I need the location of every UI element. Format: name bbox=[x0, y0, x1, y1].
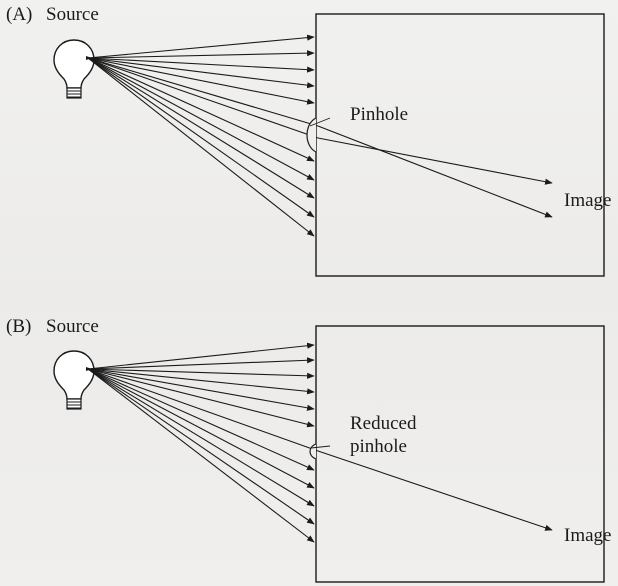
pinhole-leader bbox=[309, 117, 331, 127]
panel-letter: (A) bbox=[6, 4, 32, 25]
light-bulb-icon bbox=[53, 350, 95, 410]
ray bbox=[87, 368, 315, 395]
ray bbox=[87, 368, 315, 525]
light-bulb-icon bbox=[53, 39, 95, 99]
ray bbox=[87, 50, 315, 59]
incident-rays bbox=[87, 342, 315, 543]
ray bbox=[87, 57, 315, 105]
camera-box bbox=[315, 13, 605, 277]
ray bbox=[87, 368, 315, 411]
ray bbox=[87, 57, 315, 237]
ray bbox=[87, 342, 315, 370]
ray bbox=[87, 57, 315, 73]
ray bbox=[87, 57, 315, 218]
ray bbox=[87, 57, 315, 162]
ray bbox=[87, 368, 315, 543]
reduced-pinhole-label-line1: Reduced bbox=[350, 413, 417, 434]
pinhole-label: Pinhole bbox=[350, 104, 408, 125]
pinhole-leader bbox=[310, 445, 331, 449]
pinhole-rays bbox=[87, 57, 553, 218]
incident-rays bbox=[87, 34, 315, 237]
ray bbox=[317, 125, 553, 218]
ray bbox=[87, 368, 315, 379]
ray bbox=[87, 368, 315, 428]
ray bbox=[317, 450, 553, 531]
source-label: Source bbox=[46, 4, 99, 25]
ray bbox=[87, 57, 315, 199]
ray bbox=[87, 368, 319, 452]
image-label: Image bbox=[564, 190, 611, 211]
ray bbox=[87, 368, 315, 507]
panel-letter: (B) bbox=[6, 316, 31, 337]
ray bbox=[87, 57, 319, 139]
ray bbox=[87, 57, 315, 89]
pinhole-opening bbox=[306, 117, 317, 153]
reduced-pinhole-label-line2: pinhole bbox=[350, 436, 407, 457]
pinhole-rays bbox=[87, 368, 553, 531]
source-label: Source bbox=[46, 316, 99, 337]
ray bbox=[87, 368, 315, 471]
ray bbox=[87, 357, 315, 370]
panel-b: (B) Source bbox=[6, 316, 611, 583]
ray bbox=[87, 57, 319, 127]
image-label: Image bbox=[564, 525, 611, 546]
panel-a: (A) Source bbox=[6, 4, 611, 277]
ray bbox=[87, 368, 315, 489]
reduced-pinhole-opening bbox=[309, 443, 317, 460]
ray bbox=[87, 57, 315, 181]
ray bbox=[87, 34, 315, 59]
ray bbox=[317, 137, 553, 185]
